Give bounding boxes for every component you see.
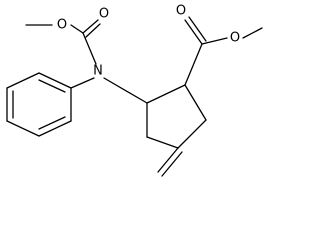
atom-o-carbamate-carbonyl: O [99, 7, 109, 22]
atom-o-ester-ether: O [230, 31, 240, 46]
bond-ring-ester-carbon [184, 43, 203, 86]
methylene-double-1 [157, 147, 179, 173]
phenyl-inner-double-3 [38, 116, 66, 130]
ring-bond-c4-c5 [146, 136, 179, 149]
ring-bond-c3-c4 [177, 119, 207, 149]
phenyl-bond-2 [6, 72, 40, 89]
bond-ester-co-double-2 [188, 16, 207, 42]
atom-o-carbamate-ether: O [57, 18, 67, 33]
bond-ester-carbon-o [201, 37, 228, 45]
ring-bond-c1-c2 [146, 84, 186, 104]
structure-diagram: O O N O O [6, 4, 263, 177]
bond-ester-co-double-1 [184, 19, 203, 45]
phenyl-bond-5 [38, 120, 72, 137]
bond-n-phenyl [70, 77, 95, 89]
bond-ester-o-methyl [242, 27, 263, 39]
methylene-double-2 [161, 151, 183, 177]
bond-co-double-1 [82, 19, 99, 34]
phenyl-bond-4 [6, 120, 40, 137]
atom-o-ester-carbonyl: O [176, 4, 186, 19]
phenyl-inner-double-1 [38, 79, 66, 93]
ring-bond-c2-c3 [184, 84, 207, 121]
bond-co-double-2 [85, 23, 101, 38]
atom-n-amine: N [93, 64, 103, 79]
bond-carbonyl-n [82, 32, 97, 65]
phenyl-bond-1 [38, 72, 72, 89]
bond-o-carbonyl-carbon [70, 24, 84, 34]
molecule-canvas: O O N O O [6, 4, 263, 177]
bond-n-ring-c1 [103, 77, 148, 104]
